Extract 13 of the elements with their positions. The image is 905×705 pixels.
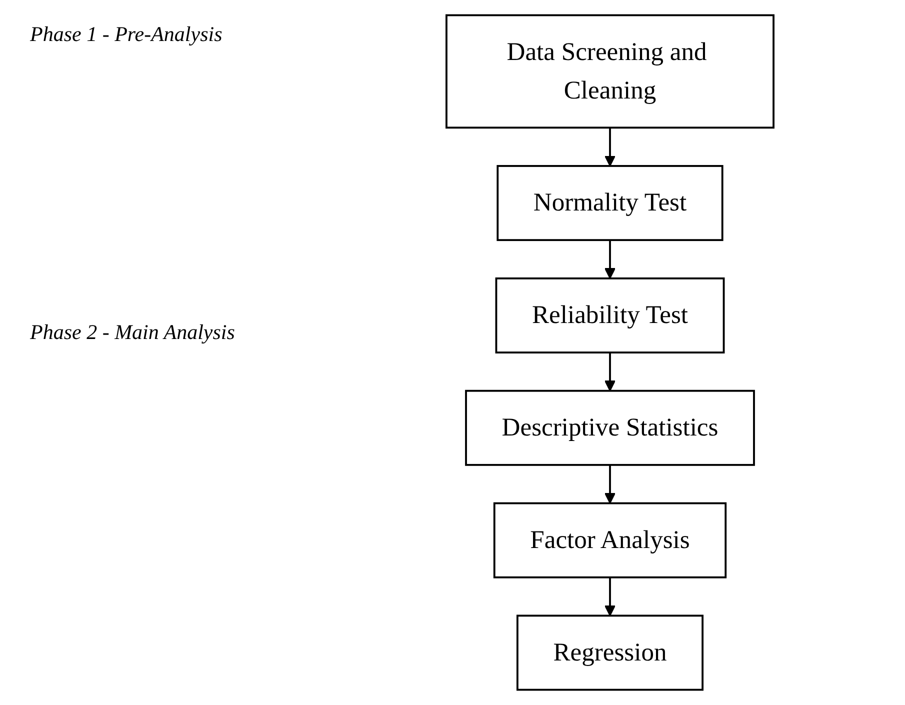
node-box: Normality Test [496, 165, 724, 242]
arrow [604, 240, 616, 279]
phase-label: Phase 2 - Main Analysis [30, 320, 235, 345]
node-box: Regression [516, 614, 704, 691]
node-box: Reliability Test [495, 277, 725, 354]
node-box: Data Screening and Cleaning [446, 14, 774, 129]
node-box: Factor Analysis [493, 502, 727, 578]
arrow [604, 577, 616, 616]
node-box: Descriptive Statistics [465, 390, 755, 466]
phase-label: Phase 1 - Pre-Analysis [30, 22, 222, 47]
arrow [604, 464, 616, 504]
arrow [604, 128, 616, 166]
arrow [604, 352, 616, 392]
